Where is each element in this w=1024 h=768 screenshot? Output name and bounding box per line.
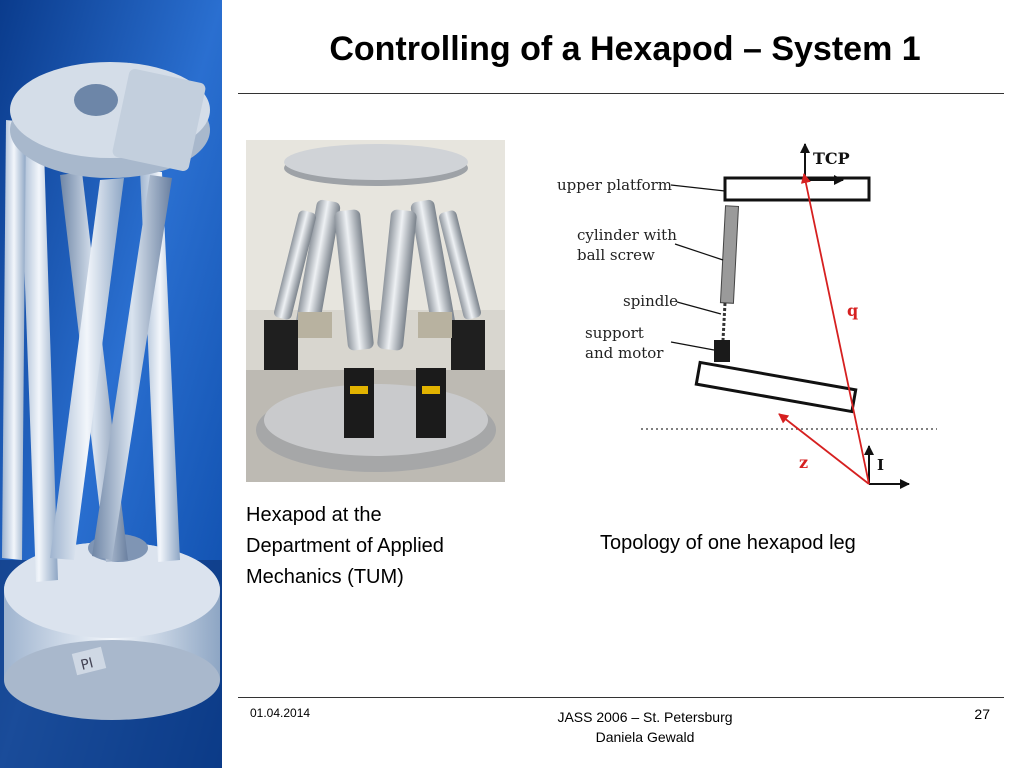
page-number: 27 [974, 706, 990, 722]
footer-event: JASS 2006 – St. Petersburg Daniela Gewal… [500, 707, 790, 747]
q-vector [800, 173, 870, 485]
support-label-line2: and motor [585, 344, 664, 362]
cylinder-label-line2: ball screw [577, 246, 655, 264]
z-label: z [799, 453, 808, 472]
diagram-caption: Topology of one hexapod leg [600, 532, 856, 554]
photo-caption-line: Hexapod at the [246, 504, 382, 526]
lower-platform-shape [694, 360, 858, 414]
title-divider [238, 93, 1004, 94]
leg-topology-diagram: TCP upper platform cylinder with ball sc… [545, 140, 945, 490]
slide-title: Controlling of a Hexapod – System 1 [329, 30, 921, 68]
upper-platform-label: upper platform [557, 176, 672, 194]
photo-caption-line: Mechanics (TUM) [246, 566, 404, 588]
q-label: q [847, 301, 858, 320]
footer-author: Daniela Gewald [595, 729, 695, 745]
footer-date: 01.04.2014 [250, 706, 311, 720]
photo-caption-line: Department of Applied [246, 535, 444, 557]
pi-logo: PI [79, 655, 95, 674]
footer-divider [238, 697, 1004, 698]
sidebar-hexapod-image: PI [0, 0, 222, 768]
spindle-label: spindle [623, 292, 678, 310]
z-vector [778, 413, 870, 485]
cylinder-label-line1: cylinder with [577, 226, 677, 244]
upper-platform-shape [723, 176, 871, 202]
inertial-frame-label: I [877, 456, 884, 474]
hexapod-photo [246, 140, 505, 482]
photo-caption: Hexapod at the Department of Applied Mec… [246, 500, 526, 593]
support-label-line1: support [585, 324, 644, 342]
footer-event-name: JASS 2006 – St. Petersburg [557, 709, 733, 725]
tcp-label: TCP [813, 149, 850, 168]
